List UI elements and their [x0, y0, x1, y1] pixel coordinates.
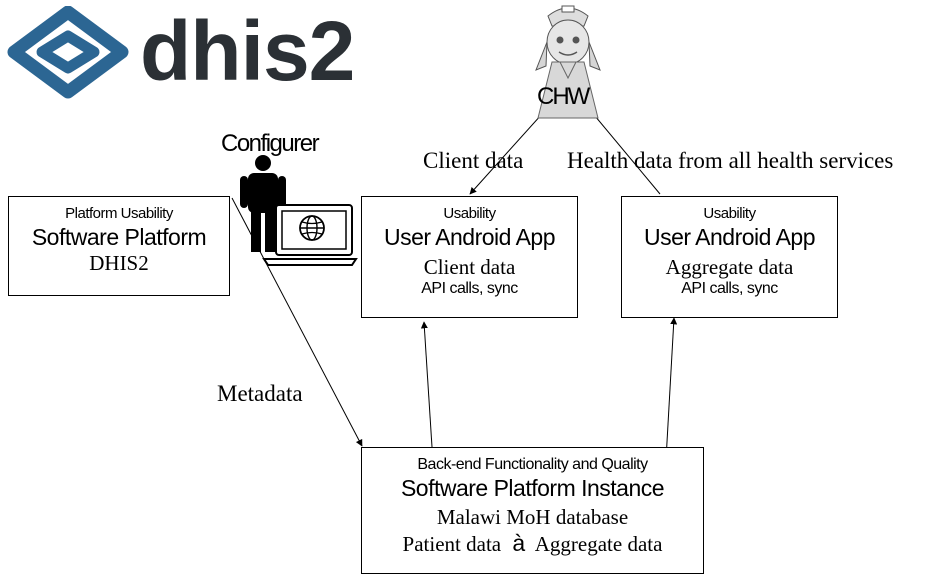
client-app-title: User Android App	[383, 224, 556, 250]
configurer-label: Configurer	[221, 130, 320, 157]
platform-box-subtitle: DHIS2	[89, 251, 149, 275]
platform-box-heading: Platform Usability	[65, 205, 173, 222]
aggregate-android-app-box: Usability User Android App Aggregate dat…	[621, 196, 838, 318]
backend-heading: Back-end Functionality and Quality	[417, 456, 648, 473]
aggregate-app-note: API calls, sync	[681, 280, 778, 297]
patient-data-label: Patient data	[402, 532, 502, 556]
dhis2-logo-mark	[7, 6, 129, 99]
client-app-note: API calls, sync	[421, 280, 518, 297]
health-data-edge-label: Health data from all health services	[567, 148, 894, 173]
client-data-edge-label: Client data	[423, 148, 524, 173]
backend-platform-box: Back-end Functionality and Quality Softw…	[361, 447, 704, 574]
backend-database: Malawi MoH database	[436, 505, 629, 529]
client-data-arrow	[469, 103, 552, 195]
aggregate-app-heading: Usability	[703, 205, 756, 222]
backend-data-flow: Patient data à Aggregate data	[362, 531, 703, 556]
client-app-subtitle: Client data	[423, 255, 516, 279]
aggregate-data-label: Aggregate data	[534, 532, 663, 556]
dhis2-logo-text: dhis2	[140, 4, 355, 98]
configurer-person-icon	[240, 155, 286, 252]
platform-box-title: Software Platform	[31, 224, 207, 250]
backend-title: Software Platform Instance	[400, 475, 665, 501]
health-data-arrow	[589, 109, 661, 195]
chw-figure	[535, 5, 601, 119]
globe-icon	[299, 215, 325, 241]
aggregate-app-title: User Android App	[643, 224, 816, 250]
flow-arrow-glyph: à	[512, 530, 525, 556]
chw-label: CHW	[537, 83, 590, 110]
platform-usability-box: Platform Usability Software Platform DHI…	[8, 196, 230, 296]
client-app-heading: Usability	[443, 205, 496, 222]
aggregate-app-subtitle: Aggregate data	[665, 255, 794, 279]
client-android-app-box: Usability User Android App Client data A…	[361, 196, 578, 318]
metadata-edge-label: Metadata	[217, 381, 303, 406]
